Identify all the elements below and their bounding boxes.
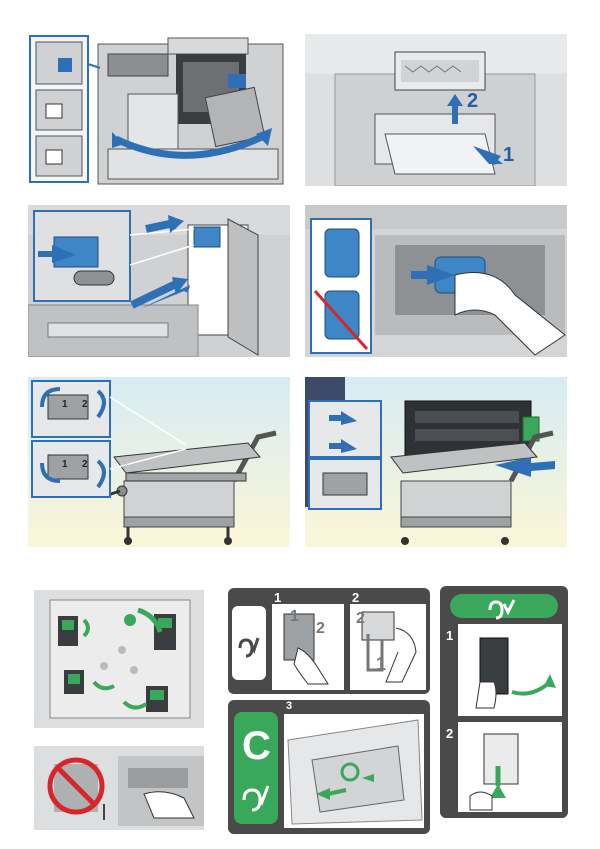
detail-number-a: 1 bbox=[62, 399, 68, 410]
detail-number-d: 2 bbox=[82, 459, 88, 470]
detail-number-c: 1 bbox=[62, 459, 68, 470]
panel-open-front-door bbox=[28, 34, 290, 186]
panel-cart-mount-right bbox=[305, 377, 567, 547]
inner-label-2b: 2 bbox=[356, 610, 365, 627]
inner-label-2: 2 bbox=[316, 620, 325, 637]
panel-pull-drawer-lift-tray: 2 1 bbox=[305, 34, 567, 186]
panel-green-levers bbox=[34, 590, 204, 728]
panel-do-not-touch bbox=[34, 746, 204, 830]
dark-step-1: 1 bbox=[274, 590, 282, 605]
location-badge-c: C bbox=[242, 724, 271, 768]
right-step-2: 2 bbox=[446, 726, 454, 741]
panel-insert-unit bbox=[28, 205, 290, 357]
procedure-dark-top: 1 2 1 2 2 1 bbox=[228, 588, 430, 694]
inner-label-1: 1 bbox=[290, 608, 299, 625]
step-number-lift: 2 bbox=[467, 90, 479, 112]
detail-number-b: 2 bbox=[82, 399, 88, 410]
right-step-1: 1 bbox=[446, 628, 454, 643]
procedure-right: 1 2 bbox=[440, 586, 568, 818]
procedure-dark-bottom: 3 C bbox=[228, 700, 430, 834]
step-number-pull: 1 bbox=[503, 144, 515, 166]
panel-remove-cartridge bbox=[305, 205, 567, 357]
dark-step-3: 3 bbox=[286, 700, 293, 712]
panel-cart-mount-left: 1 2 1 2 bbox=[28, 377, 290, 547]
inner-label-1b: 1 bbox=[376, 654, 387, 674]
dark-step-2: 2 bbox=[352, 590, 360, 605]
